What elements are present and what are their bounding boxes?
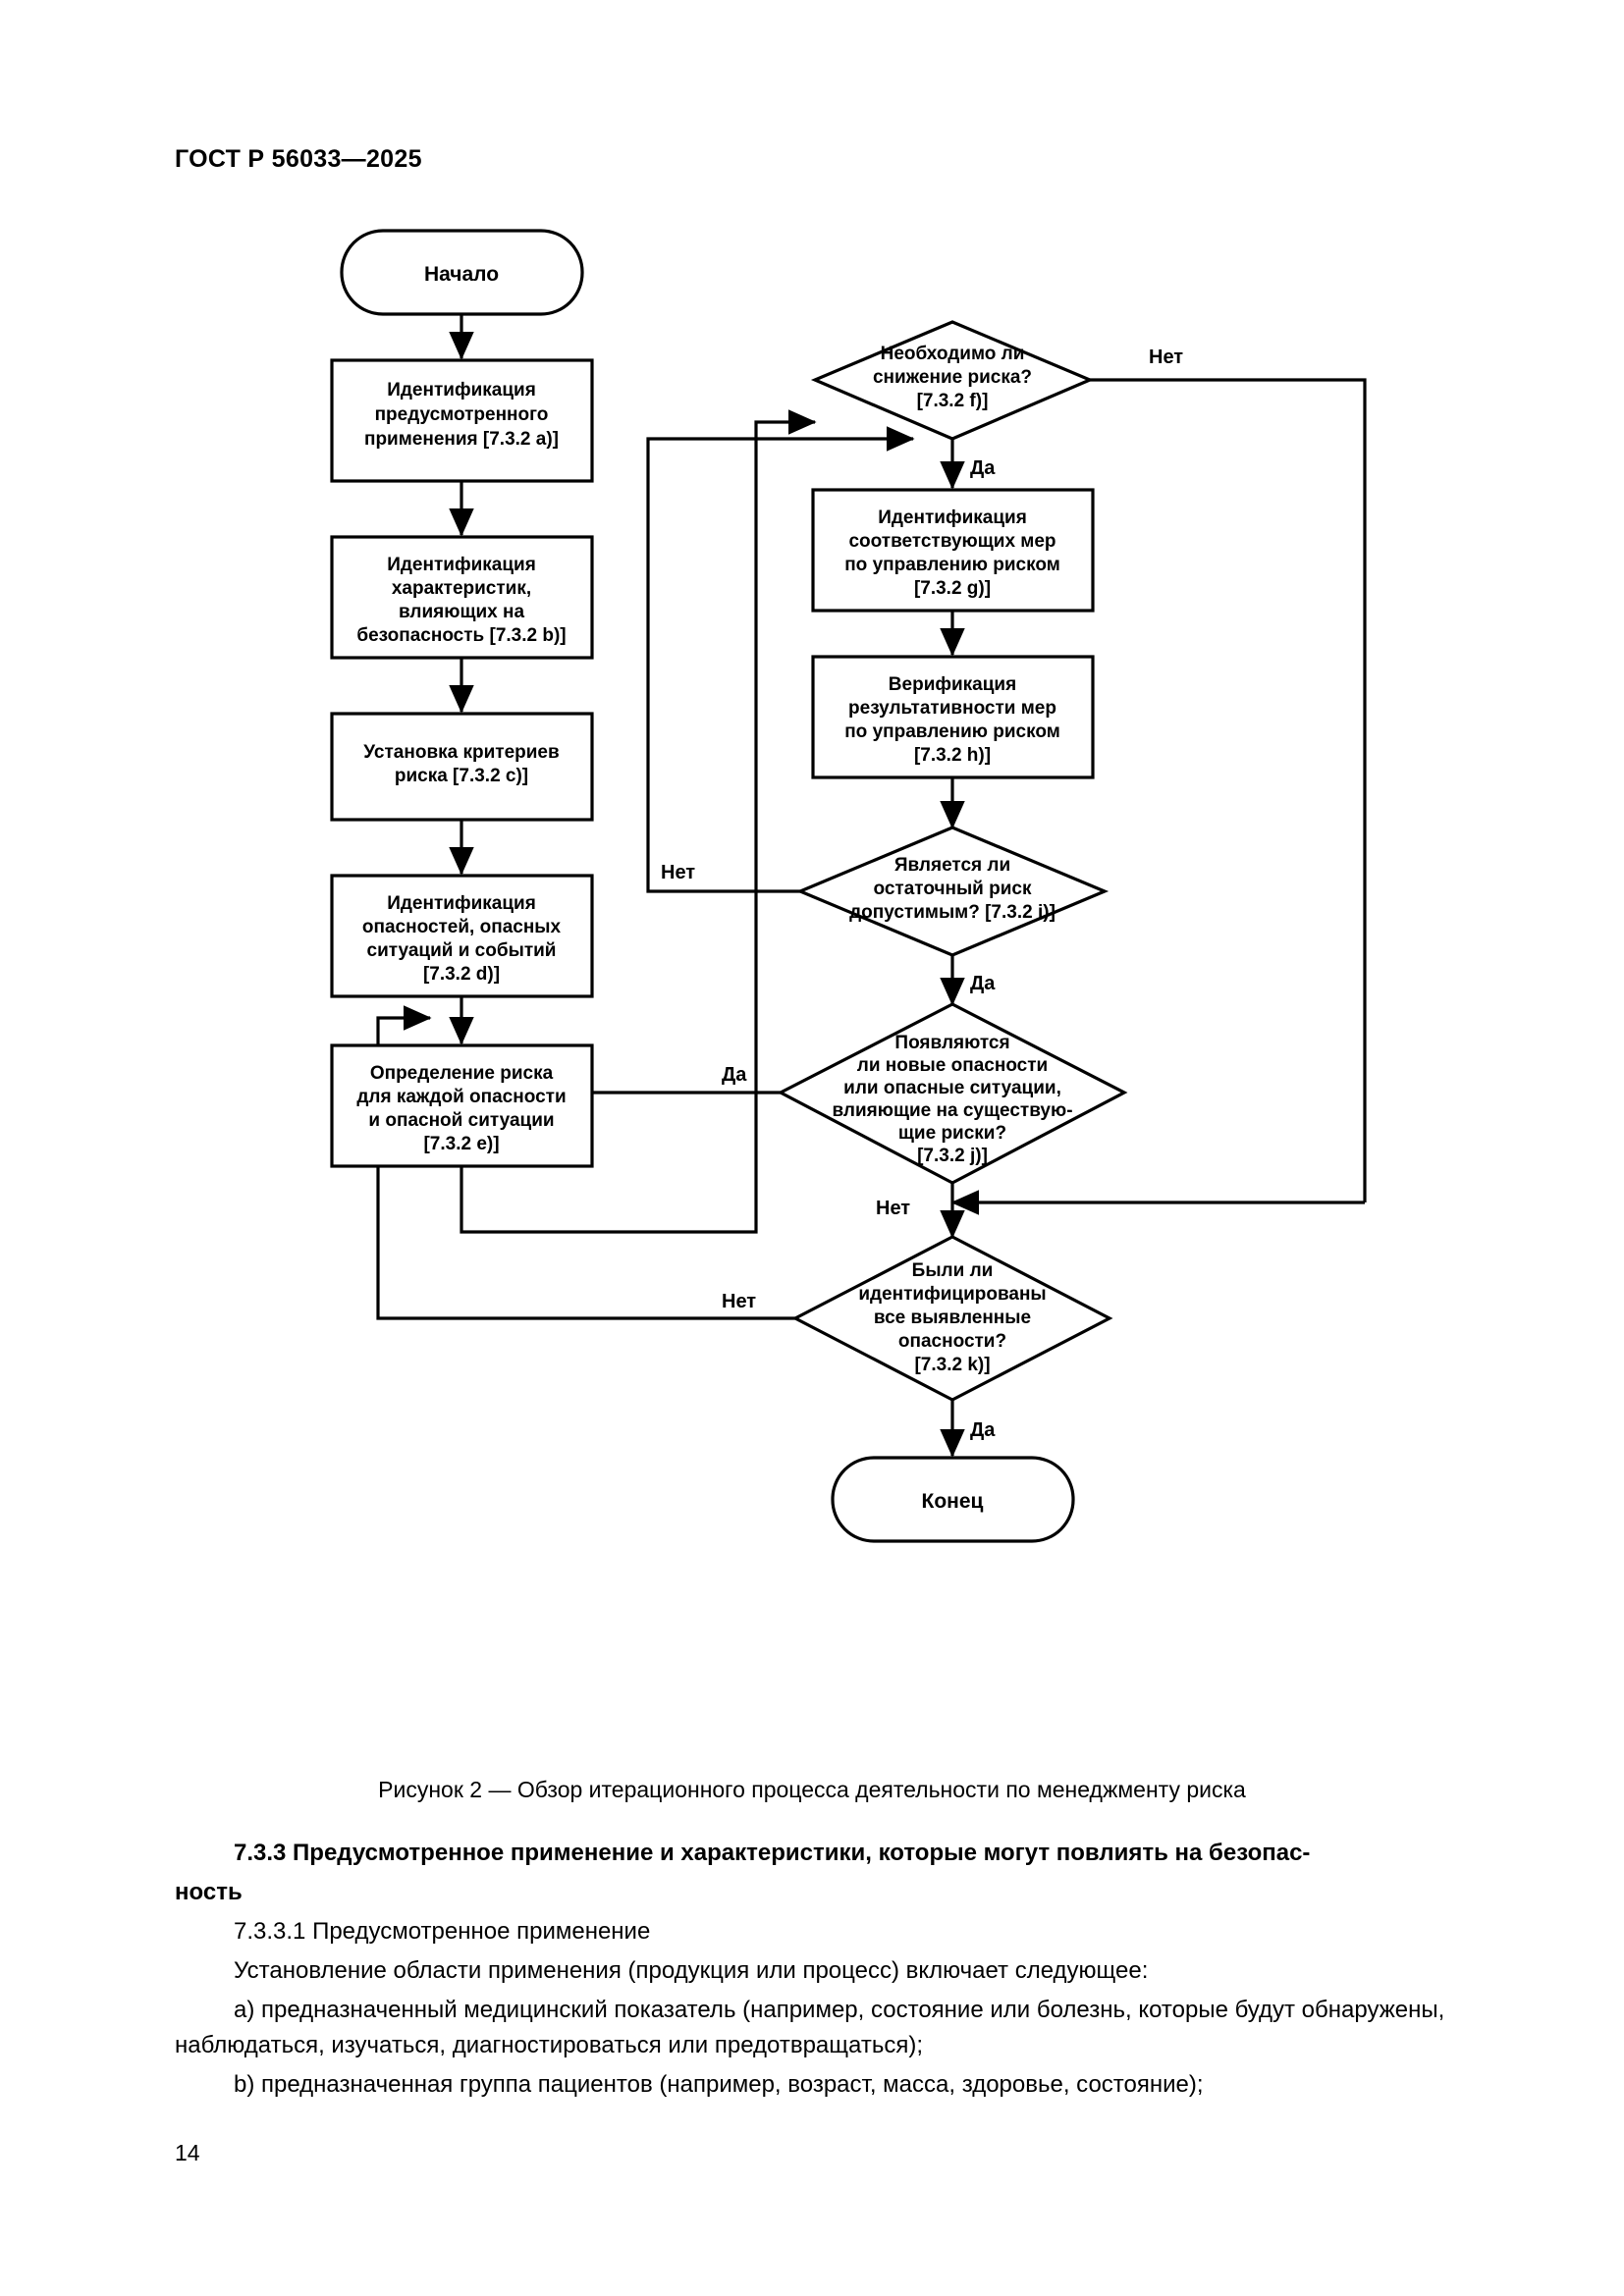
node-j-line6: [7.3.2 j)] (917, 1146, 988, 1166)
node-g-line4: [7.3.2 g)] (914, 578, 991, 599)
page-number: 14 (175, 2140, 200, 2165)
node-a (330, 358, 594, 483)
node-b-line3: влияющих на (399, 602, 525, 622)
node-c-line2: риска [7.3.2 c)] (395, 766, 528, 786)
node-j-line3: или опасные ситуации, (843, 1078, 1061, 1098)
edge-label-i-yes: Да (970, 973, 996, 994)
node-i-line1: Является ли (894, 855, 1010, 876)
node-d-line1: Идентификация (387, 893, 536, 914)
connector-f-no-to-k (1090, 378, 1367, 1202)
node-f-line3: [7.3.2 f)] (917, 391, 989, 411)
node-j-line1: Появляются (894, 1033, 1009, 1053)
node-h (811, 655, 1095, 779)
node-f-line1: Необходимо ли (881, 344, 1025, 364)
node-end-label: Конец (922, 1490, 984, 1513)
edge-label-k-no: Нет (722, 1291, 756, 1312)
node-k-line2: идентифицированы (858, 1284, 1046, 1305)
node-c (330, 712, 594, 822)
heading-7-3-3-line1: 7.3.3 Предусмотренное применение и харак… (234, 1840, 1311, 1866)
node-k-line3: все выявленные (874, 1308, 1031, 1328)
edge-label-j-yes: Да (722, 1064, 747, 1086)
figure-2-flowchart: Начало Идентификация предусмотренного пр… (167, 211, 1463, 1782)
node-start (340, 229, 584, 316)
node-c-line1: Установка критериев (363, 742, 559, 763)
node-start-label: Начало (424, 263, 499, 286)
node-end (831, 1456, 1075, 1543)
node-j (777, 1002, 1128, 1185)
node-b-line4: безопасность [7.3.2 b)] (356, 625, 566, 646)
node-d-line2: опасностей, опасных (362, 917, 562, 937)
node-g-line1: Идентификация (878, 507, 1027, 528)
node-i-line3: допустимым? [7.3.2 i)] (849, 902, 1056, 923)
node-g-line2: соответствующих мер (848, 531, 1056, 552)
connector-k-no-to-spine (376, 1093, 795, 1320)
heading-7-3-3-line2: ность (175, 1879, 243, 1905)
node-d (330, 874, 594, 998)
node-d-line4: [7.3.2 d)] (423, 964, 500, 985)
figure-caption: Рисунок 2 — Обзор итерационного процесса… (378, 1777, 1246, 1802)
node-e-line2: для каждой опасности (356, 1087, 566, 1107)
node-d-line3: ситуаций и событий (367, 940, 557, 961)
node-f (810, 320, 1095, 441)
node-f-line2: снижение риска? (873, 367, 1032, 388)
node-h-line4: [7.3.2 h)] (914, 745, 991, 766)
connector-e-to-f (460, 409, 817, 1234)
node-e-line4: [7.3.2 e)] (423, 1134, 499, 1154)
node-b-line1: Идентификация (387, 555, 536, 575)
node-b (330, 535, 594, 660)
node-e-line1: Определение риска (370, 1063, 554, 1084)
edge-label-f-yes: Да (970, 457, 996, 479)
edge-label-f-no: Нет (1149, 347, 1183, 368)
node-k-line5: [7.3.2 k)] (914, 1355, 990, 1375)
node-j-line4: влияющие на существую- (832, 1100, 1072, 1121)
node-k-line4: опасности? (898, 1331, 1006, 1352)
node-j-line2: ли новые опасности (857, 1055, 1048, 1076)
node-k (791, 1235, 1113, 1402)
node-g-line3: по управлению риском (844, 555, 1060, 575)
list-item-a: a) предназначенный медицинский показател… (175, 1997, 1445, 2058)
node-g (811, 488, 1095, 613)
node-e (330, 1043, 594, 1168)
node-b-line2: характеристик, (392, 578, 531, 599)
intro-paragraph: Установление области применения (продукц… (234, 1957, 1149, 1984)
node-h-line3: по управлению риском (844, 721, 1060, 742)
node-a-line3: применения [7.3.2 a)] (364, 429, 559, 450)
node-j-line5: щие риски? (898, 1123, 1006, 1144)
node-a-line2: предусмотренного (375, 404, 549, 425)
body-text: 7.3.3 Предусмотренное применение и харак… (175, 1836, 1451, 2107)
standard-header: ГОСТ Р 56033—2025 (175, 145, 422, 173)
node-k-line1: Были ли (912, 1260, 994, 1281)
edge-label-j-no: Нет (876, 1198, 910, 1219)
node-i (795, 826, 1110, 957)
node-a-line1: Идентификация (387, 380, 536, 400)
edge-label-i-no: Нет (661, 862, 695, 883)
node-h-line2: результативности мер (848, 698, 1056, 719)
subheading-7-3-3-1: 7.3.3.1 Предусмотренное применение (234, 1918, 651, 1945)
list-item-b: b) предназначенная группа пациентов (нап… (234, 2071, 1204, 2098)
node-i-line2: остаточный риск (873, 879, 1032, 899)
edge-label-k-yes: Да (970, 1419, 996, 1441)
connector-i-no-to-f-yes (646, 426, 915, 893)
node-e-line3: и опасной ситуации (368, 1110, 554, 1131)
node-h-line1: Верификация (889, 674, 1016, 695)
